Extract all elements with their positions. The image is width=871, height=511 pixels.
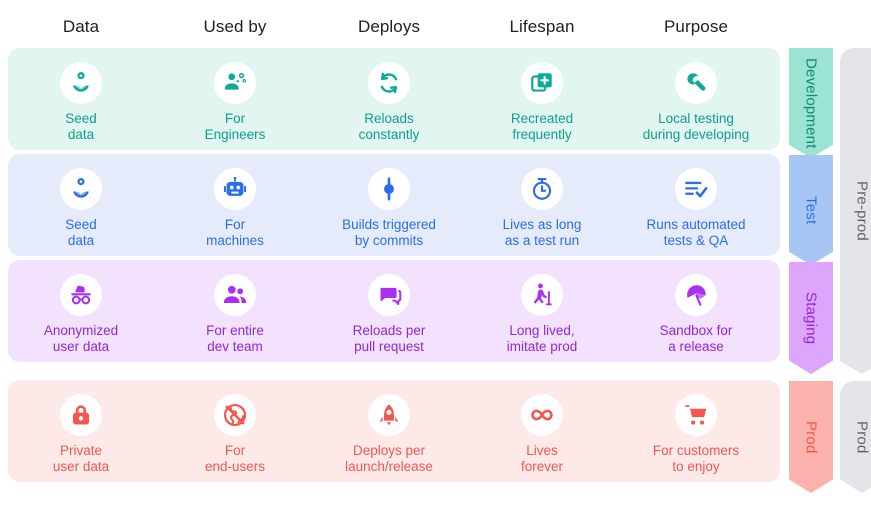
cell-label: Lives forever — [520, 443, 564, 474]
cell-staging-purpose: Sandbox for a release — [616, 274, 776, 354]
cell-label: Lives as long as a test run — [502, 217, 582, 248]
cell-test-data: Seed data — [1, 168, 161, 248]
column-header-lifespan: Lifespan — [509, 17, 575, 36]
cell-test-purpose: Runs automated tests & QA — [616, 168, 776, 248]
robot-icon — [214, 168, 256, 210]
elderly-walker-icon — [521, 274, 563, 316]
checklist-icon — [675, 168, 717, 210]
duplicate-plus-icon — [521, 62, 563, 104]
group-label-pre-prod: Pre-prod — [840, 48, 871, 374]
rail-text: Prod — [802, 420, 820, 454]
rail-label-staging: Staging — [789, 262, 833, 374]
cell-label: Reloads constantly — [358, 111, 420, 142]
rocket-icon — [368, 394, 410, 436]
cell-development-used-by: For Engineers — [155, 62, 315, 142]
group-text: Pre-prod — [853, 181, 871, 241]
rail-label-test: Test — [789, 155, 833, 265]
column-header-purpose: Purpose — [663, 17, 729, 36]
rail-text: Staging — [802, 291, 820, 345]
cell-label: Seed data — [65, 111, 97, 142]
cell-label: Anonymized user data — [43, 323, 119, 354]
cell-prod-deploys: Deploys per launch/release — [309, 394, 469, 474]
cell-test-deploys: Builds triggered by commits — [309, 168, 469, 248]
engineer-gears-icon — [214, 62, 256, 104]
cell-label: Private user data — [52, 443, 110, 474]
group-label-prod: Prod — [840, 381, 871, 493]
cell-label: Recreated frequently — [510, 111, 574, 142]
incognito-hat-icon — [60, 274, 102, 316]
column-header-used-by: Used by — [203, 17, 267, 36]
cell-label: Sandbox for a release — [659, 323, 733, 354]
column-header-deploys: Deploys — [357, 17, 421, 36]
commit-node-icon — [368, 168, 410, 210]
wrench-build-icon — [675, 62, 717, 104]
cell-label: Runs automated tests & QA — [646, 217, 746, 248]
cell-development-lifespan: Recreated frequently — [462, 62, 622, 142]
cell-label: Seed data — [65, 217, 97, 248]
cell-staging-lifespan: Long lived, imitate prod — [462, 274, 622, 354]
seed-flower-icon — [60, 168, 102, 210]
cell-label: Reloads per pull request — [352, 323, 426, 354]
cell-staging-deploys: Reloads per pull request — [309, 274, 469, 354]
cell-development-purpose: Local testing during developing — [616, 62, 776, 142]
cell-label: Deploys per launch/release — [345, 443, 433, 474]
cell-prod-data: Private user data — [1, 394, 161, 474]
umbrella-icon — [675, 274, 717, 316]
cell-label: For entire dev team — [206, 323, 264, 354]
rail-label-development: Development — [789, 48, 833, 158]
group-text: Prod — [853, 420, 871, 454]
cell-label: Local testing during developing — [642, 111, 750, 142]
cell-label: For Engineers — [204, 111, 266, 142]
cell-prod-lifespan: Lives forever — [462, 394, 622, 474]
shopping-cart-icon — [675, 394, 717, 436]
globe-users-icon — [214, 394, 256, 436]
chat-bubbles-icon — [368, 274, 410, 316]
cell-label: For machines — [206, 217, 264, 248]
cell-test-used-by: For machines — [155, 168, 315, 248]
stopwatch-icon — [521, 168, 563, 210]
infinity-icon — [521, 394, 563, 436]
cell-prod-used-by: For end-users — [155, 394, 315, 474]
cell-label: Builds triggered by commits — [342, 217, 436, 248]
column-header-data: Data — [62, 17, 100, 36]
cell-label: Long lived, imitate prod — [506, 323, 578, 354]
cell-staging-data: Anonymized user data — [1, 274, 161, 354]
cell-development-deploys: Reloads constantly — [309, 62, 469, 142]
cell-test-lifespan: Lives as long as a test run — [462, 168, 622, 248]
people-group-icon — [214, 274, 256, 316]
cell-label: For end-users — [204, 443, 266, 474]
refresh-loop-icon — [368, 62, 410, 104]
cell-staging-used-by: For entire dev team — [155, 274, 315, 354]
lock-icon — [60, 394, 102, 436]
cell-development-data: Seed data — [1, 62, 161, 142]
rail-text: Development — [802, 57, 820, 149]
cell-prod-purpose: For customers to enjoy — [616, 394, 776, 474]
cell-label: For customers to enjoy — [652, 443, 740, 474]
rail-label-prod: Prod — [789, 381, 833, 493]
seed-flower-icon — [60, 62, 102, 104]
rail-text: Test — [802, 195, 820, 225]
